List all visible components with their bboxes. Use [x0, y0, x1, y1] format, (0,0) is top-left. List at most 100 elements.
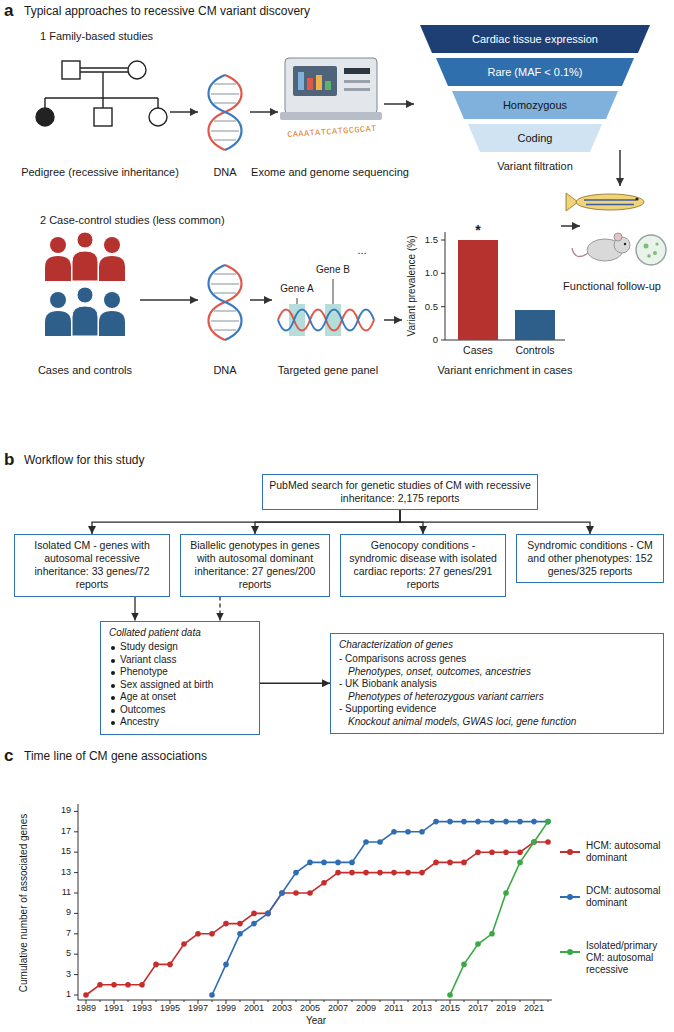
data-point [209, 992, 215, 998]
colony [655, 242, 658, 245]
axis-tick [74, 995, 78, 996]
node-text: Knockout animal models, GWAS loci, gene … [339, 716, 655, 729]
person-head [77, 287, 93, 303]
flow-arrow [250, 299, 272, 301]
descent-line [157, 98, 158, 108]
base-pair [214, 292, 236, 293]
flow-arrow [384, 319, 402, 321]
tick-label: 1989 [71, 1003, 101, 1014]
flow-arrow [561, 225, 580, 227]
fish-eye [635, 197, 638, 200]
node-text: Biallelic genotypes in genes with autoso… [187, 539, 323, 592]
leader-line [297, 298, 298, 304]
consanguinity-line [80, 71, 128, 72]
connector [219, 597, 220, 621]
connector [134, 597, 135, 621]
process-box: Syndromic conditions - CM and other phen… [516, 534, 664, 583]
step-label: Variant filtration [475, 160, 595, 173]
tick-label: 17 [47, 826, 71, 837]
flow-arrow [619, 150, 621, 186]
flow-arrow [140, 299, 198, 301]
data-point [517, 849, 523, 855]
axis-tick [74, 913, 78, 914]
data-point [419, 829, 425, 835]
data-point [489, 931, 495, 937]
sequencer [280, 58, 382, 120]
data-line [450, 822, 548, 995]
axis-title: Variant prevalence (%) [406, 224, 418, 348]
base-pair [214, 310, 236, 311]
data-point [419, 870, 425, 876]
node-text: - UK Biobank analysis [339, 678, 655, 691]
axis-tick [352, 1000, 353, 1002]
category-label: Controls [507, 344, 563, 357]
band-fill [468, 124, 602, 152]
data-point [475, 849, 481, 855]
colony [647, 254, 651, 258]
tick-label: 11 [47, 887, 71, 898]
female-symbol [128, 61, 146, 79]
data-point [251, 911, 257, 917]
flow-arrow [384, 103, 414, 105]
axis-tick [74, 974, 78, 975]
tick-label: 1.0 [414, 267, 438, 278]
process-box: PubMed search for genetic studies of CM … [262, 474, 538, 510]
descent-line [102, 72, 103, 98]
tick-label: 2019 [491, 1003, 521, 1014]
data-point [293, 870, 299, 876]
bar [458, 240, 498, 340]
node-text: Study design [109, 641, 251, 654]
data-point [461, 962, 467, 968]
tick-label: 2015 [435, 1003, 465, 1014]
data-point [391, 829, 397, 835]
tick-label: 5 [47, 948, 71, 959]
axis-tick [441, 340, 445, 341]
data-point [237, 921, 243, 927]
axis-tick [128, 1000, 129, 1002]
person-head [50, 237, 66, 253]
base-pair [214, 273, 236, 274]
data-point [265, 911, 271, 917]
step-label: Variant enrichment in cases [430, 364, 580, 377]
axis-tick [548, 1000, 549, 1002]
screen-bar [307, 78, 313, 90]
data-point [153, 962, 159, 968]
node-text: Syndromic conditions - CM and other phen… [523, 539, 657, 578]
data-point [503, 819, 509, 825]
data-point [433, 819, 439, 825]
node-text: Variant class [109, 654, 251, 667]
node-text: Ancestry [109, 716, 251, 729]
person-head [50, 292, 66, 308]
legend-dot [567, 949, 573, 955]
timeline-axes [78, 804, 552, 1000]
data-box: Characterization of genes- Comparisons a… [330, 633, 664, 735]
node-text: Rare (MAF < 0.1%) [487, 66, 582, 78]
axis-tick [324, 1000, 325, 1002]
node-text: Sex assigned at birth [109, 679, 251, 692]
section-heading: 2 Case-control studies (less common) [40, 214, 340, 227]
data-point [377, 870, 383, 876]
tick-label: 15 [47, 846, 71, 857]
node-text: PubMed search for genetic studies of CM … [269, 479, 531, 505]
step-label: Cases and controls [10, 364, 160, 377]
pedigree [36, 61, 167, 126]
tick-label: 19 [47, 805, 71, 816]
panel-letter: b [4, 450, 24, 470]
panel-title: Time line of CM gene associations [24, 749, 344, 763]
axis-tick [74, 893, 78, 894]
data-point [83, 992, 89, 998]
data-line [86, 842, 548, 995]
base-pair [211, 320, 239, 321]
data-point [307, 860, 313, 866]
legend-swatch [560, 951, 580, 953]
data-point [391, 870, 397, 876]
person-body [99, 311, 125, 336]
step-label: DNA [200, 364, 250, 377]
filter-band: Coding [468, 124, 602, 152]
axis-tick [74, 933, 78, 934]
person-body [72, 306, 98, 336]
legend-text: Isolated/primary CM: autosomal recessive [586, 940, 670, 976]
data-point [321, 860, 327, 866]
category-label: Cases [453, 344, 503, 357]
